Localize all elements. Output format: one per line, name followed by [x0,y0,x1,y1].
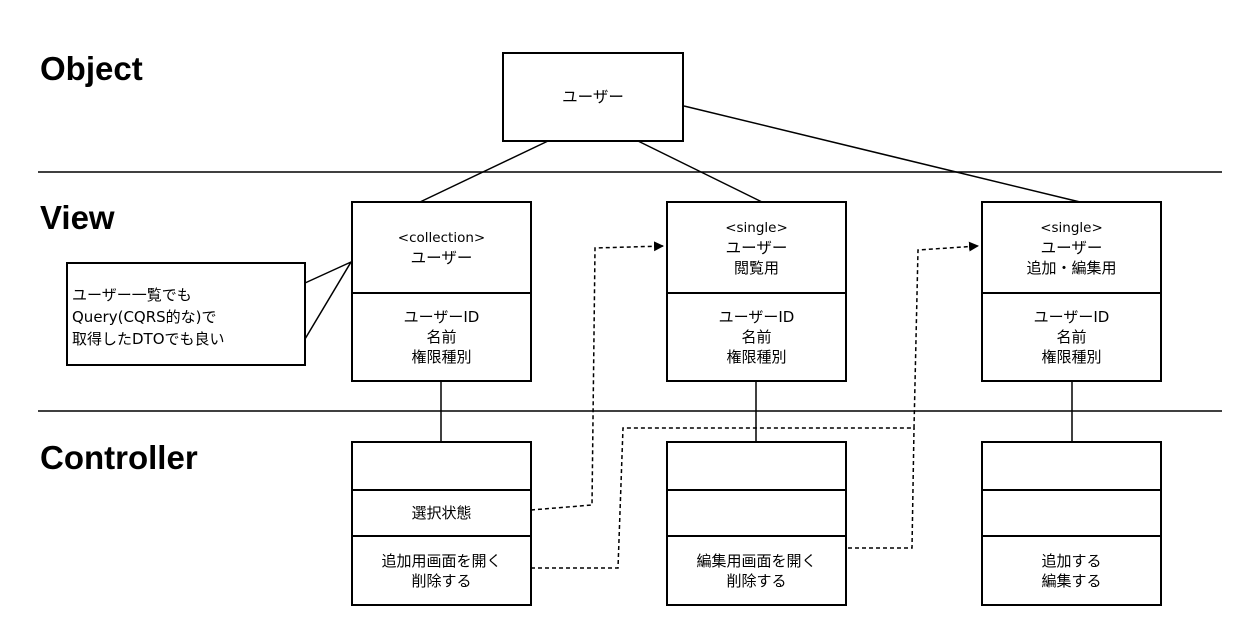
controller-actions: 追加用画面を開く 削除する [353,535,530,604]
controller-name-compartment [983,443,1160,489]
view-box-header: <single> ユーザー 追加・編集用 [983,203,1160,292]
view-fields: ユーザーID 名前 権限種別 [983,292,1160,380]
field-user-id: ユーザーID [718,308,795,326]
view-subtitle: 閲覧用 [733,258,779,277]
section-label-object: Object [40,50,143,87]
field-permission-type: 権限種別 [726,348,787,366]
controller-actions: 追加する 編集する [983,535,1160,604]
controller-state-compartment [983,489,1160,535]
field-permission-type: 権限種別 [411,348,472,366]
action-delete: 削除する [411,571,472,590]
action-open-edit-screen: 編集用画面を開く [696,551,817,570]
object-user-label: ユーザー [562,88,624,106]
field-user-id: ユーザーID [403,308,480,326]
note-line: Query(CQRS的な)で [72,308,217,326]
controller-state-compartment [668,489,845,535]
nav-arrow-add-to-edit [531,241,979,569]
note-callout: ユーザー一覧でも Query(CQRS的な)で 取得したDTOでも良い [66,262,306,366]
view-title: ユーザー [1040,238,1103,257]
link-object-to-collection [419,140,549,203]
field-name: 名前 [426,328,457,346]
view-box-collection: <collection> ユーザー ユーザーID 名前 権限種別 [351,201,532,382]
view-box-header: <collection> ユーザー [353,203,530,292]
nav-arrow-edit-to-edit [848,427,915,549]
note-line: 取得したDTOでも良い [72,330,225,348]
stereotype-label: <single> [725,219,788,236]
view-box-single-readonly: <single> ユーザー 閲覧用 ユーザーID 名前 権限種別 [666,201,847,382]
view-box-header: <single> ユーザー 閲覧用 [668,203,845,292]
section-label-controller: Controller [40,439,198,476]
field-user-id: ユーザーID [1033,308,1110,326]
view-subtitle: 追加・編集用 [1026,258,1117,277]
view-box-single-edit: <single> ユーザー 追加・編集用 ユーザーID 名前 権限種別 [981,201,1162,382]
section-label-view: View [40,199,115,236]
controller-box-single-edit: 追加する 編集する [981,441,1162,606]
link-object-to-single-view [637,140,763,203]
object-user-box: ユーザー [502,52,684,142]
controller-actions: 編集用画面を開く 削除する [668,535,845,604]
view-title: ユーザー [725,238,788,257]
note-callout-tail [304,260,353,340]
state-selected: 選択状態 [411,504,472,522]
field-name: 名前 [741,328,772,346]
link-object-to-single-edit [683,105,1081,203]
nav-arrow-select-to-view [530,241,664,511]
note-line: ユーザー一覧でも [72,286,192,304]
view-fields: ユーザーID 名前 権限種別 [668,292,845,380]
stereotype-label: <collection> [397,229,486,246]
view-title: ユーザー [410,248,473,267]
controller-name-compartment [353,443,530,489]
controller-box-collection: 選択状態 追加用画面を開く 削除する [351,441,532,606]
action-add: 追加する [1041,551,1102,570]
action-edit: 編集する [1041,571,1102,590]
controller-name-compartment [668,443,845,489]
action-delete: 削除する [726,571,787,590]
field-permission-type: 権限種別 [1041,348,1102,366]
stereotype-label: <single> [1040,219,1103,236]
controller-box-single-readonly: 編集用画面を開く 削除する [666,441,847,606]
controller-state-compartment: 選択状態 [353,489,530,535]
action-open-add-screen: 追加用画面を開く [381,551,502,570]
field-name: 名前 [1056,328,1087,346]
view-fields: ユーザーID 名前 権限種別 [353,292,530,380]
